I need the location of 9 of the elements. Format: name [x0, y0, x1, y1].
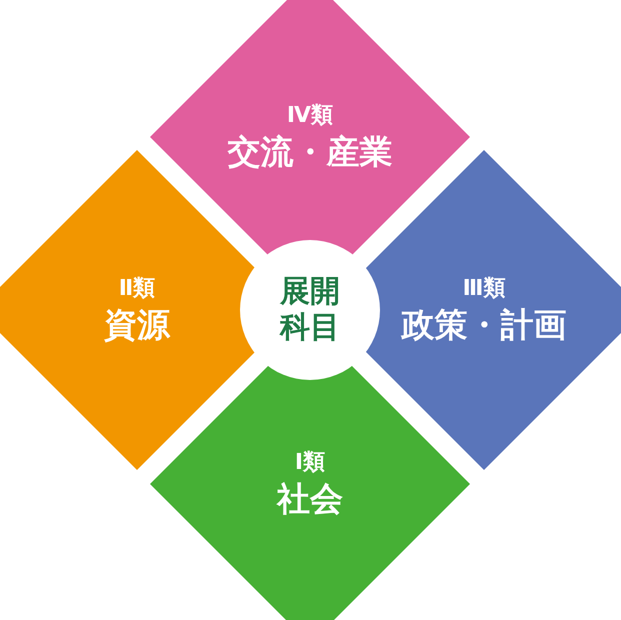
category-label: Ⅳ類 — [286, 102, 334, 130]
subject-label: 資源 — [104, 304, 170, 346]
category-label: Ⅱ類 — [118, 275, 156, 303]
subject-label: 政策・計画 — [402, 304, 566, 346]
category-label: Ⅲ類 — [462, 275, 506, 303]
subject-label: 社会 — [277, 478, 343, 520]
subject-label: 交流・産業 — [228, 131, 392, 173]
center-label: 展開科目 — [279, 274, 341, 346]
category-label: Ⅰ類 — [294, 449, 326, 477]
